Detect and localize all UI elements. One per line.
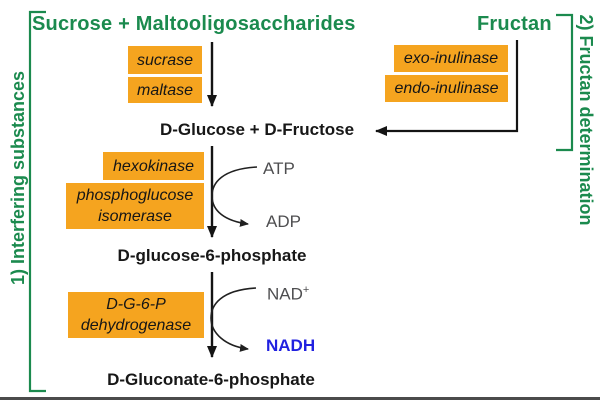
cofactor-adp: ADP	[266, 212, 301, 231]
substrate-heading-fructan: Fructan	[477, 13, 552, 35]
cofactor-nad-text: NAD	[267, 284, 303, 304]
right-bracket	[556, 13, 574, 152]
enzyme-box-hexokinase: hexokinase	[103, 152, 204, 180]
metabolite-gluconate-6-phosphate: D-Gluconate-6-phosphate	[107, 370, 315, 389]
side-label-fructan-determination: 2) Fructan determination	[576, 14, 596, 226]
metabolite-glucose-6-phosphate: D-glucose-6-phosphate	[117, 246, 307, 265]
figure-bottom-border	[0, 397, 600, 400]
cofactor-nad-superscript-plus: +	[302, 284, 310, 296]
enzyme-box-exo-inulinase: exo-inulinase	[394, 45, 508, 72]
cofactor-nad-plus: NAD+	[267, 281, 309, 304]
substrate-heading-sucrose-maltooligosaccharides: Sucrose + Maltooligosaccharides	[32, 13, 356, 35]
cofactor-atp: ATP	[263, 159, 295, 178]
enzyme-box-phosphoglucose-isomerase: phosphoglucose isomerase	[66, 183, 204, 229]
curved-arrow-icon-atp-to-adp	[211, 166, 258, 227]
arrow-left-icon-fructan-to-glucose	[375, 40, 519, 136]
enzyme-box-endo-inulinase: endo-inulinase	[385, 75, 508, 102]
enzyme-box-maltase: maltase	[128, 77, 202, 103]
enzyme-box-sucrase: sucrase	[128, 46, 202, 74]
left-bracket	[28, 10, 46, 393]
metabolite-glucose-fructose: D-Glucose + D-Fructose	[159, 120, 355, 139]
cofactor-nadh: NADH	[266, 336, 316, 355]
enzyme-box-dg6p-dehydrogenase: D-G-6-P dehydrogenase	[68, 292, 204, 338]
side-label-interfering-substances: 1) Interfering substances	[8, 70, 28, 286]
curved-arrow-icon-nad-to-nadh	[210, 287, 257, 352]
